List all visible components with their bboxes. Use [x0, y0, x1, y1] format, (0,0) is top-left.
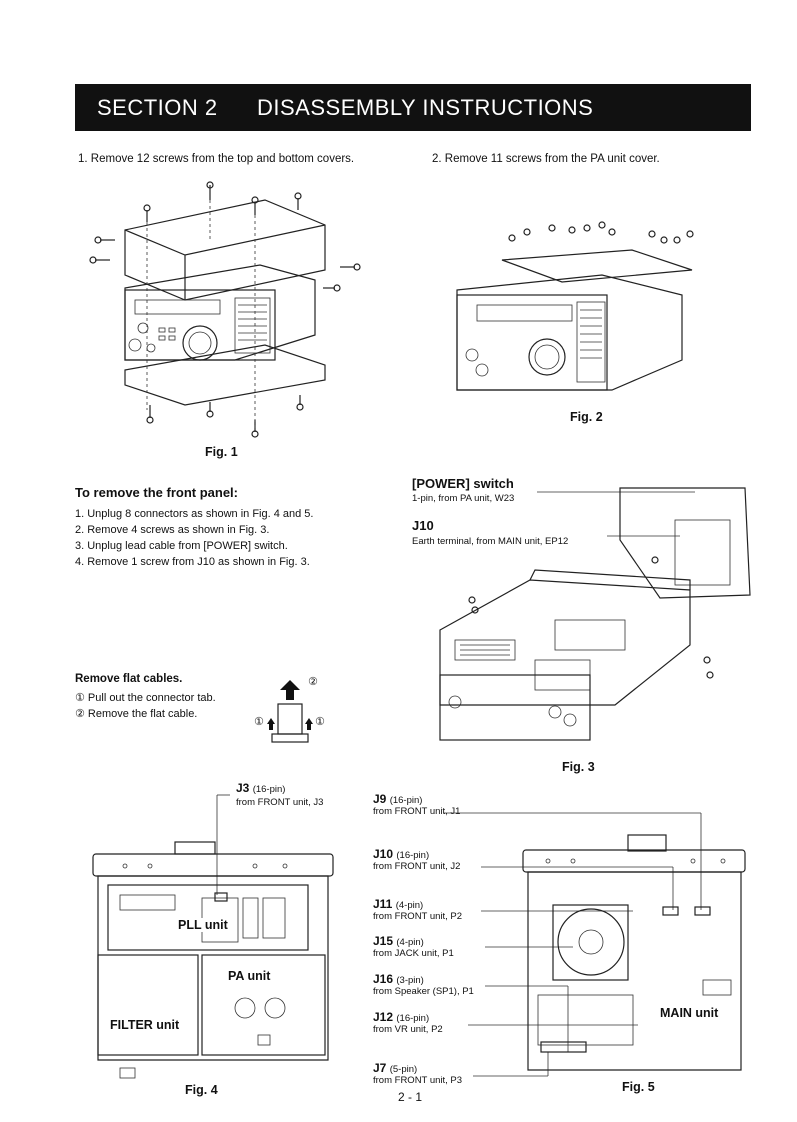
j3-desc: from FRONT unit, J3 — [236, 797, 324, 808]
fig2-caption: Fig. 2 — [570, 410, 603, 424]
j3-title: J3 — [236, 781, 250, 795]
j12-title: J12 — [373, 1010, 394, 1024]
front-panel-step: 1. Unplug 8 connectors as shown in Fig. … — [75, 508, 314, 520]
j9-title: J9 — [373, 792, 387, 806]
fig5-label-j12: J12 (16-pin) from VR unit, P2 — [373, 1010, 443, 1035]
fig5-illustration — [443, 812, 746, 1077]
fig5-label-j9: J9 (16-pin) from FRONT unit, J1 — [373, 792, 460, 817]
j10-desc: from FRONT unit, J2 — [373, 861, 461, 872]
j9-desc: from FRONT unit, J1 — [373, 806, 461, 817]
fig5-label-j10: J10 (16-pin) from FRONT unit, J2 — [373, 847, 460, 872]
step-1: 1. Remove 12 screws from the top and bot… — [78, 153, 355, 165]
j7-desc: from FRONT unit, P3 — [373, 1075, 463, 1086]
j11-title: J11 — [373, 897, 393, 911]
front-panel-step: 4. Remove 1 screw from J10 as shown in F… — [75, 556, 310, 568]
j12-pins: (16-pin) — [396, 1013, 430, 1024]
j11-pins: (4-pin) — [395, 900, 424, 911]
front-panel-steps: 1. Unplug 8 connectors as shown in Fig. … — [75, 506, 313, 570]
fig2-illustration — [456, 221, 694, 391]
j7-pins: (5-pin) — [389, 1064, 418, 1075]
pa-unit-label: PA unit — [226, 969, 273, 983]
j11-desc: from FRONT unit, P2 — [373, 911, 463, 922]
fig4-j3-label: J3 (16-pin) — [236, 781, 285, 795]
j7-title: J7 — [373, 1061, 387, 1075]
step-2: 2. Remove 11 screws from the PA unit cov… — [432, 153, 660, 165]
j16-desc: from Speaker (SP1), P1 — [373, 986, 474, 997]
power-switch-desc: 1-pin, from PA unit, W23 — [412, 493, 515, 504]
flat-cable-diagram — [267, 680, 313, 743]
pll-unit-label: PLL unit — [176, 918, 230, 932]
fig3-illustration — [439, 487, 751, 741]
j10-title: J10 — [373, 847, 394, 861]
page-number: 2 - 1 — [398, 1090, 423, 1104]
j16-pins: (3-pin) — [396, 975, 424, 986]
front-panel-step: 3. Unplug lead cable from [POWER] switch… — [75, 540, 288, 552]
front-panel-step: 2. Remove 4 screws as shown in Fig. 3. — [75, 524, 270, 536]
front-panel-heading: To remove the front panel: — [75, 485, 238, 500]
j10-label: J10 — [412, 518, 434, 533]
j9-pins: (16-pin) — [389, 795, 423, 806]
fig3-caption: Fig. 3 — [562, 760, 595, 774]
j3-pins: (16-pin) — [252, 784, 286, 795]
main-unit-label: MAIN unit — [658, 1006, 721, 1020]
flat-cables-step-1: ① Pull out the connector tab. — [75, 692, 216, 704]
mark-2: ② — [308, 676, 318, 688]
j10-pins: (16-pin) — [396, 850, 430, 861]
fig5-label-j15: J15 (4-pin) from JACK unit, P1 — [373, 934, 454, 959]
fig1-illustration — [89, 181, 361, 438]
section-header: SECTION 2 DISASSEMBLY INSTRUCTIONS — [75, 84, 751, 131]
power-switch-label: [POWER] switch — [412, 476, 514, 491]
mark-1-right: ① — [315, 716, 325, 728]
fig4-caption: Fig. 4 — [185, 1083, 218, 1097]
fig4-illustration — [92, 794, 334, 1079]
j15-desc: from JACK unit, P1 — [373, 948, 454, 959]
j12-desc: from VR unit, P2 — [373, 1024, 443, 1035]
j15-title: J15 — [373, 934, 394, 948]
fig5-label-j11: J11 (4-pin) from FRONT unit, P2 — [373, 897, 462, 922]
fig5-caption: Fig. 5 — [622, 1080, 655, 1094]
fig5-label-j16: J16 (3-pin) from Speaker (SP1), P1 — [373, 972, 474, 997]
fig5-label-j7: J7 (5-pin) from FRONT unit, P3 — [373, 1061, 462, 1086]
mark-1-left: ① — [254, 716, 264, 728]
j10-desc: Earth terminal, from MAIN unit, EP12 — [412, 536, 569, 547]
j16-title: J16 — [373, 972, 394, 986]
section-number: SECTION 2 — [97, 95, 218, 120]
flat-cables-step-2: ② Remove the flat cable. — [75, 708, 198, 720]
flat-cables-heading: Remove flat cables. — [75, 673, 183, 685]
fig1-caption: Fig. 1 — [205, 445, 238, 459]
section-title: DISASSEMBLY INSTRUCTIONS — [257, 95, 594, 120]
j15-pins: (4-pin) — [396, 937, 424, 948]
filter-unit-label: FILTER unit — [108, 1018, 182, 1032]
